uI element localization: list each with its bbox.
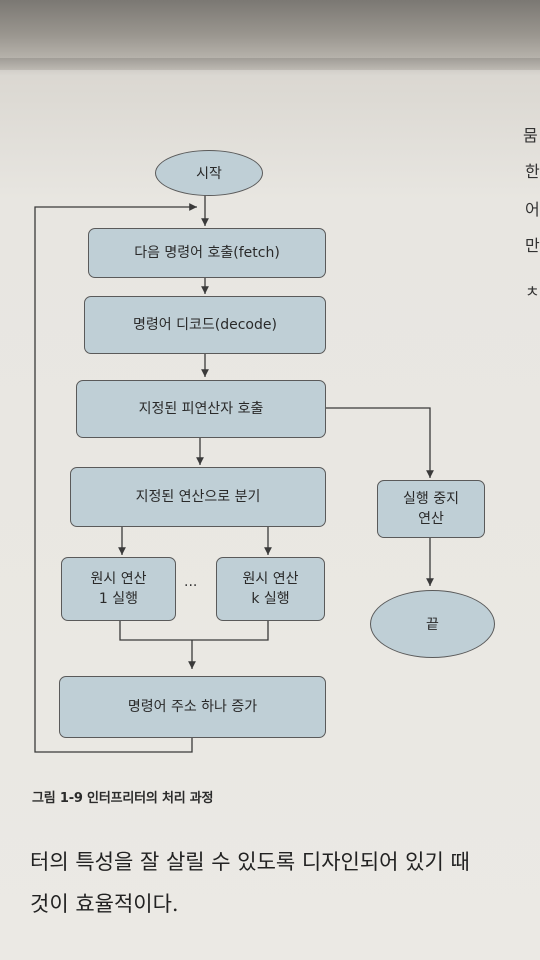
- primitive-op-k-box: 원시 연산 k 실행: [216, 557, 325, 621]
- right-edge-glyph-2: 한: [525, 162, 540, 181]
- operand-fetch-box: 지정된 피연산자 호출: [76, 380, 326, 438]
- page-top-shadow: [0, 0, 540, 70]
- right-edge-glyph-3: 어: [525, 200, 540, 219]
- body-text-line-1: 터의 특성을 잘 살릴 수 있도록 디자인되어 있기 때: [30, 850, 470, 874]
- branch-box: 지정된 연산으로 분기: [70, 467, 326, 527]
- fetch-box: 다음 명령어 호출(fetch): [88, 228, 326, 278]
- decode-box: 명령어 디코드(decode): [84, 296, 326, 354]
- right-edge-glyph-1: 뭄: [523, 126, 538, 145]
- halt-box: 실행 중지 연산: [377, 480, 485, 538]
- body-text-line-2: 것이 효율적이다.: [30, 892, 179, 916]
- right-edge-glyph-5: ㅊ: [525, 282, 540, 301]
- figure-caption: 그림 1-9 인터프리터의 처리 과정: [32, 791, 214, 806]
- page-edge: [0, 58, 540, 76]
- start-node: 시작: [155, 150, 263, 196]
- end-node: 끝: [370, 590, 495, 658]
- increment-address-box: 명령어 주소 하나 증가: [59, 676, 326, 738]
- primitive-op-1-box: 원시 연산 1 실행: [61, 557, 176, 621]
- ellipsis: ···: [184, 578, 198, 594]
- right-edge-glyph-4: 만: [525, 236, 540, 255]
